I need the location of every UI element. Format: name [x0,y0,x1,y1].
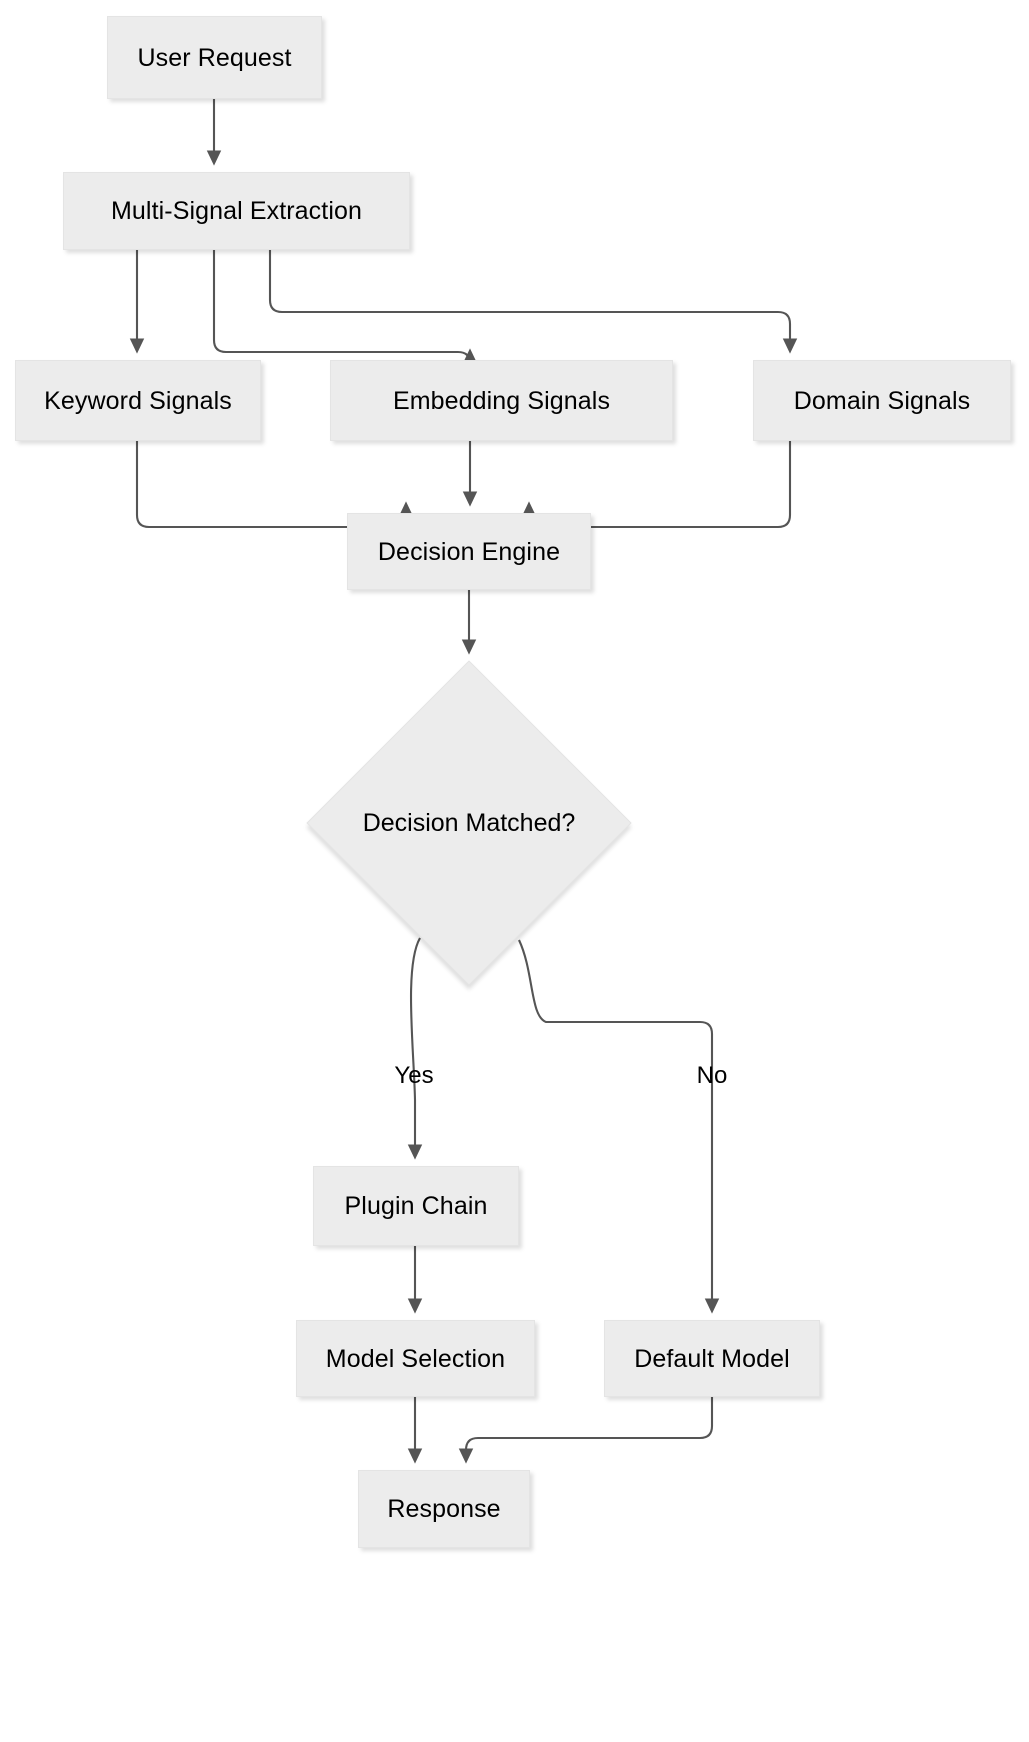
node-keyword-signals-label: Keyword Signals [44,386,232,415]
node-domain-signals-label: Domain Signals [793,386,971,415]
node-multi-signal-extraction[interactable]: Multi-Signal Extraction [63,172,410,250]
node-model-selection[interactable]: Model Selection [296,1320,535,1397]
node-multi-signal-extraction-label: Multi-Signal Extraction [110,197,362,225]
node-decision-engine[interactable]: Decision Engine [347,513,591,590]
node-user-request[interactable]: User Request [107,16,322,99]
edge-label-no: No [696,1062,728,1089]
node-response[interactable]: Response [358,1470,530,1548]
node-default-model-label: Default Model [634,1344,790,1373]
node-decision-matched[interactable]: Decision Matched? [306,660,632,986]
edge-matched-yes-to-plugin-chain [407,937,423,1160]
edge-label-yes: Yes [394,1062,434,1089]
node-embedding-signals[interactable]: Embedding Signals [330,360,673,441]
node-default-model[interactable]: Default Model [604,1320,820,1397]
edge-multi-signal-to-embedding [212,250,478,365]
node-plugin-chain[interactable]: Plugin Chain [313,1166,519,1246]
edge-matched-no-to-default-model [518,939,720,1314]
node-response-label: Response [387,1495,501,1523]
node-decision-matched-label: Decision Matched? [362,808,576,837]
node-user-request-label: User Request [137,43,292,72]
node-keyword-signals[interactable]: Keyword Signals [15,360,261,441]
node-embedding-signals-label: Embedding Signals [392,386,611,415]
node-plugin-chain-label: Plugin Chain [344,1192,488,1220]
edge-default-model-to-response [458,1397,714,1464]
node-model-selection-label: Model Selection [325,1344,506,1373]
node-decision-engine-label: Decision Engine [377,537,561,566]
node-domain-signals[interactable]: Domain Signals [753,360,1011,441]
edge-multi-signal-to-domain [268,250,798,354]
